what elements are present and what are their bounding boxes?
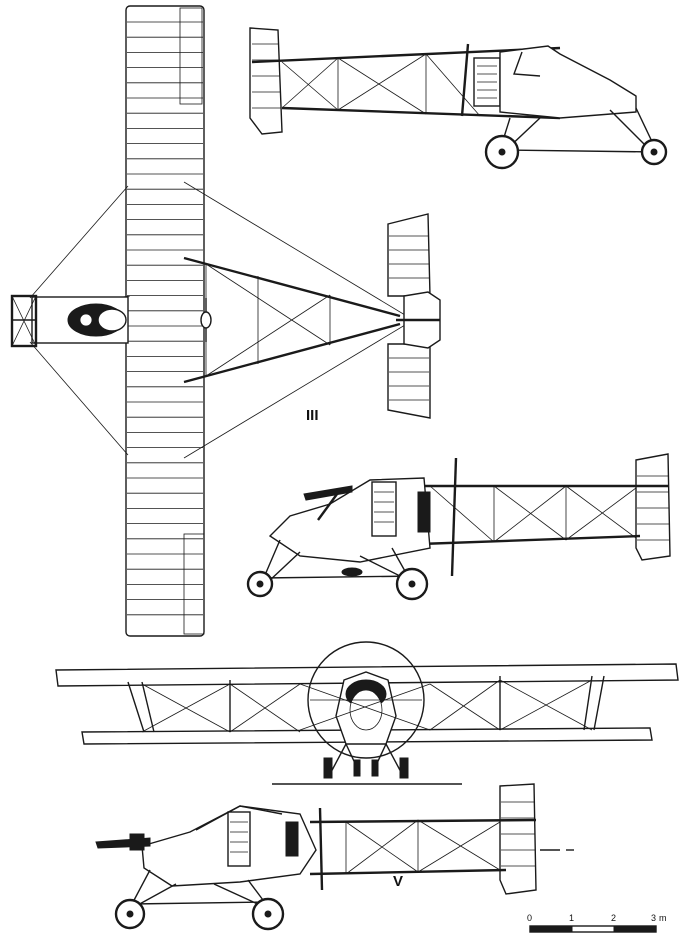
top-view-tailplane bbox=[387, 213, 441, 419]
scale-bar: 0 1 2 3 m bbox=[527, 913, 667, 933]
scale-unit: m bbox=[659, 913, 667, 923]
scale-tick-0: 0 bbox=[527, 913, 532, 923]
view-label-v: V bbox=[393, 873, 403, 890]
side-view-lower bbox=[95, 783, 574, 931]
top-view-nacelle bbox=[10, 294, 129, 348]
front-view bbox=[55, 641, 679, 785]
view-label-iii: III bbox=[306, 407, 319, 424]
side-view-middle bbox=[246, 453, 671, 601]
top-view-wing bbox=[125, 5, 205, 637]
side-view-upper bbox=[249, 27, 668, 170]
top-view-tail-booms bbox=[183, 256, 401, 384]
scale-tick-2: 2 bbox=[611, 913, 616, 923]
top-view-plan bbox=[10, 5, 441, 637]
scale-tick-1: 1 bbox=[569, 913, 574, 923]
scale-tick-3: 3 bbox=[651, 913, 656, 923]
